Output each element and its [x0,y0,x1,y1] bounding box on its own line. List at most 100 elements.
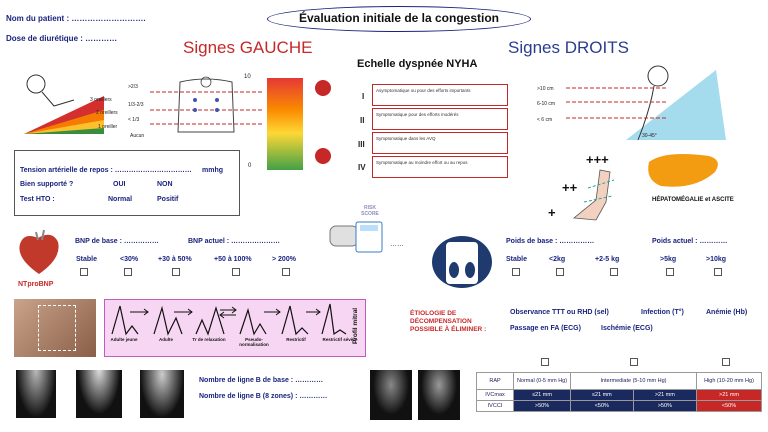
nyha-num-2: II [360,116,365,125]
lung-ultrasound-image-2 [76,370,122,418]
ivcmax-high: >21 mm [696,389,762,401]
left-signs-heading: Signes GAUCHE [183,38,313,57]
bnp-checkbox-30-50[interactable] [172,268,180,276]
nyha-num-3: III [358,140,365,149]
hepato-label: HÉPATOMÉGALIE et ASCITE [652,197,734,203]
rap-header-normal: Normal (0-5 mm Hg) [513,372,571,390]
bnp-opt-gt200: > 200% [272,256,296,263]
ivcci-inter-1: <50% [570,400,634,412]
ntprobnp-caption: NTproBNP [18,281,54,288]
etiology-checkbox-1[interactable] [541,358,549,366]
weight-checkbox-stable[interactable] [512,268,520,276]
jvp-level-low: < 1/3 [128,117,140,123]
bnp-checkbox-50-100[interactable] [232,268,240,276]
ivcmax-inter-1: ≤21 mm [570,389,634,401]
liver-icon [648,154,718,187]
pillow-1: 1 oreiller [98,124,118,130]
bnp-checkbox-lt30[interactable] [124,268,132,276]
weight-checkbox-gt10[interactable] [714,268,722,276]
weight-current-field[interactable]: Poids actuel : ………… [652,238,728,245]
risk-score-label: RISK SCORE [361,205,379,217]
ivcci-label: IVCCI [476,400,514,412]
orthopnea-pillows-figure [24,74,104,134]
nyha-num-4: IV [358,163,366,172]
weight-checkbox-2-5[interactable] [610,268,618,276]
edema-grade-3: +++ [586,152,609,167]
weight-opt-gt10: >10kg [706,256,727,263]
tolerated-no[interactable]: NON [157,181,173,188]
mitral-label-5: Restrictif [286,337,306,342]
tolerated-question: Bien supporté ? [20,181,74,188]
nyha-row-2[interactable]: Symptomatique pour des efforts modérés [372,108,508,130]
bnp-current-field[interactable]: BNP actuel : ………………… [188,238,281,245]
ivcmax-label: IVCmax [476,389,514,401]
lung-ultrasound-image-1 [16,370,56,418]
scale-top: 10 [244,74,251,80]
etiology-ischemia: Ischémie (ECG) [601,325,653,332]
risk-score-calculator-icon[interactable] [328,220,388,256]
pillow-2: 2 oreillers [96,110,118,116]
bnp-opt-50-100: +50 à 100% [214,256,252,263]
mitral-label-6: Restrictif sévère [322,337,358,342]
nyha-row-3[interactable]: Symptomatique dans les AVQ [372,132,508,154]
mitral-label-2: Adulte [159,337,173,342]
angle-label: 30-45° [642,133,657,139]
mitral-waveforms [111,303,347,336]
edema-grade-2: ++ [562,180,578,195]
nyha-row-4[interactable]: Symptomatique au moindre effort ou au re… [372,156,508,178]
etiology-af: Passage en FA (ECG) [510,325,581,332]
weight-opt-2-5: +2-5 kg [595,256,620,263]
ivcci-inter-2: >50% [632,400,698,412]
jvp-level-mid: 1/3-2/3 [128,102,144,108]
mitral-label-1: Adulte jeune [110,337,138,342]
hto-normal[interactable]: Normal [108,196,133,203]
b-lines-base-field[interactable]: Nombre de ligne B de base : ………… [199,377,324,384]
pillow-3: 3 oreillers [90,97,112,103]
bnp-checkbox-stable[interactable] [80,268,88,276]
jvp-cm-mid: 6-10 cm [537,101,556,107]
patient-name-field[interactable]: Nom du patient : ………………………. [6,14,146,23]
nyha-row-1[interactable]: Asymptomatique ou pour des efforts impor… [372,84,508,106]
edema-grade-1: + [548,205,556,220]
weight-base-field[interactable]: Poids de base : …………… [506,238,595,245]
rap-table: RAP Normal (0-5 mm Hg) Intermediate (5-1… [476,372,762,412]
ivcci-high: <50% [696,400,762,412]
b-lines-8-field[interactable]: Nombre de ligne B (8 zones) : ………… [199,393,328,400]
heart-icon [19,229,59,274]
weight-checkbox-lt2[interactable] [556,268,564,276]
etiology-checkbox-2[interactable] [630,358,638,366]
etiology-infection: Infection (T°) [641,309,684,316]
ivc-ultrasound-image-2 [418,370,460,420]
ivcmax-inter-2: >21 mm [632,389,698,401]
nyha-table: Asymptomatique ou pour des efforts impor… [372,84,508,180]
dyspnea-scale-bar [267,78,303,170]
leg-edema-figure [572,169,615,221]
weight-opt-stable: Stable [506,256,528,263]
mitral-profile-box [104,299,366,357]
scale-weight-icon [432,236,492,288]
pillow-none: Aucun [130,133,145,139]
bnp-base-field[interactable]: BNP de base : …………… [75,238,159,245]
mitral-labels: Adulte jeune Adulte Tr de relaxation Pse… [108,337,362,355]
mitral-label-3: Tr de relaxation [192,337,226,342]
jvp-cm-high: >10 cm [537,86,554,92]
lung-ultrasound-image-3 [140,370,184,418]
jvp-cm-low: < 6 cm [537,117,553,123]
hto-label: Test HTO : [20,196,55,203]
etiology-observance: Observance TTT ou RHD (sel) [510,309,609,316]
etiology-anemia: Anémie (Hb) [706,309,748,316]
rap-header-high: High (10-20 mm Hg) [696,372,762,390]
mitral-vertical-label: Profil mitral [352,307,359,344]
risk-score-dots: …… [390,241,404,248]
diuretic-dose-field[interactable]: Dose de diurétique : ………… [6,34,118,43]
etiology-checkbox-3[interactable] [722,358,730,366]
hto-positive[interactable]: Positif [157,196,179,203]
tolerated-yes[interactable]: OUI [113,181,126,188]
jvp-level-high: >2/3 [128,84,138,90]
weight-checkbox-gt5[interactable] [666,268,674,276]
weight-opt-gt5: >5kg [660,256,677,263]
nyha-heading: Echelle dyspnée NYHA [357,58,478,70]
bp-rest-field[interactable]: Tension artérielle de repos : …………………………… [20,167,192,174]
bnp-checkbox-gt200[interactable] [282,268,290,276]
bnp-opt-lt30: <30% [120,256,139,263]
